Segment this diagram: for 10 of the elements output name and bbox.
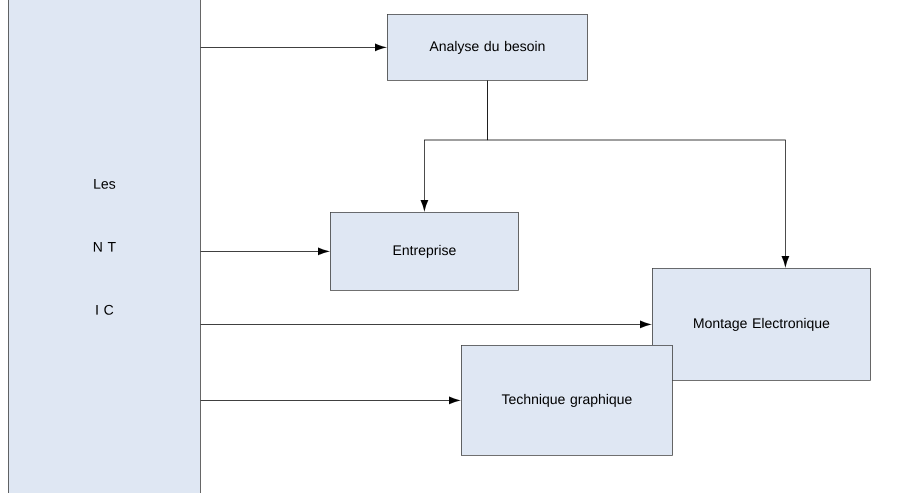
- arrow: [200, 320, 651, 328]
- arrow: [200, 396, 460, 404]
- process-box: Technique graphique: [461, 345, 673, 456]
- arrow: [487, 80, 790, 267]
- process-box: Analyse du besoin: [387, 14, 588, 81]
- process-box: Entreprise: [330, 212, 519, 291]
- arrow: [200, 248, 329, 256]
- process-box: Montage Electronique: [652, 268, 871, 381]
- arrow: [200, 44, 386, 52]
- side-panel: Les N T I C: [8, 0, 201, 493]
